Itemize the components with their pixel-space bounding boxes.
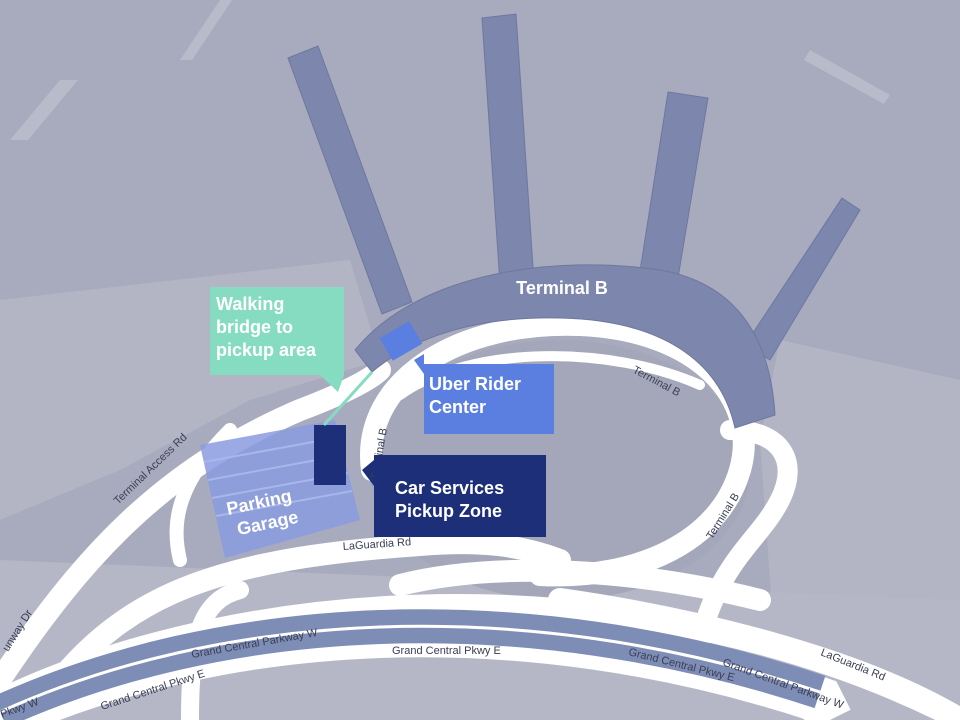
car-services-callout-line2: Pickup Zone — [395, 501, 503, 521]
concourse-d — [744, 197, 861, 361]
car-services-callout-pointer — [362, 460, 374, 486]
terminal-b-building — [287, 13, 861, 429]
car-services-pickup-marker — [314, 425, 346, 485]
laguardia-road — [19, 532, 571, 720]
car-services-pickup-callout: Car Services Pickup Zone — [374, 455, 546, 537]
walking-bridge — [322, 370, 374, 427]
uber-rider-center-callout: Uber Rider Center — [424, 364, 554, 434]
car-services-callout-line1: Car Services — [395, 478, 505, 498]
runway-marking — [10, 80, 78, 140]
walking-bridge-callout-line1: Walking — [216, 294, 285, 314]
uber-rider-center-callout-line1: Uber Rider — [429, 374, 522, 394]
walking-bridge-callout: Walking bridge to pickup area — [210, 287, 344, 375]
parkway-divider — [0, 624, 821, 714]
walking-bridge-callout-line3: pickup area — [216, 340, 317, 360]
road-label-laguardia: LaGuardia Rd — [342, 536, 411, 553]
uber-callout-pointer — [414, 354, 424, 374]
concourse-a — [287, 45, 413, 315]
walking-callout-pointer — [320, 375, 344, 392]
runway-marking — [180, 0, 232, 60]
uber-rider-center-callout-line2: Center — [429, 397, 487, 417]
walking-bridge-callout-line2: bridge to — [216, 317, 293, 337]
terminal-b-label: Terminal B — [516, 278, 608, 298]
road-label-gcp-e-mid: Grand Central Pkwy E — [392, 645, 501, 657]
uber-rider-center-marker — [379, 321, 423, 361]
terminal-b-headhouse — [354, 264, 776, 429]
runway-marking — [804, 50, 890, 104]
loop-exit-road — [389, 559, 771, 611]
